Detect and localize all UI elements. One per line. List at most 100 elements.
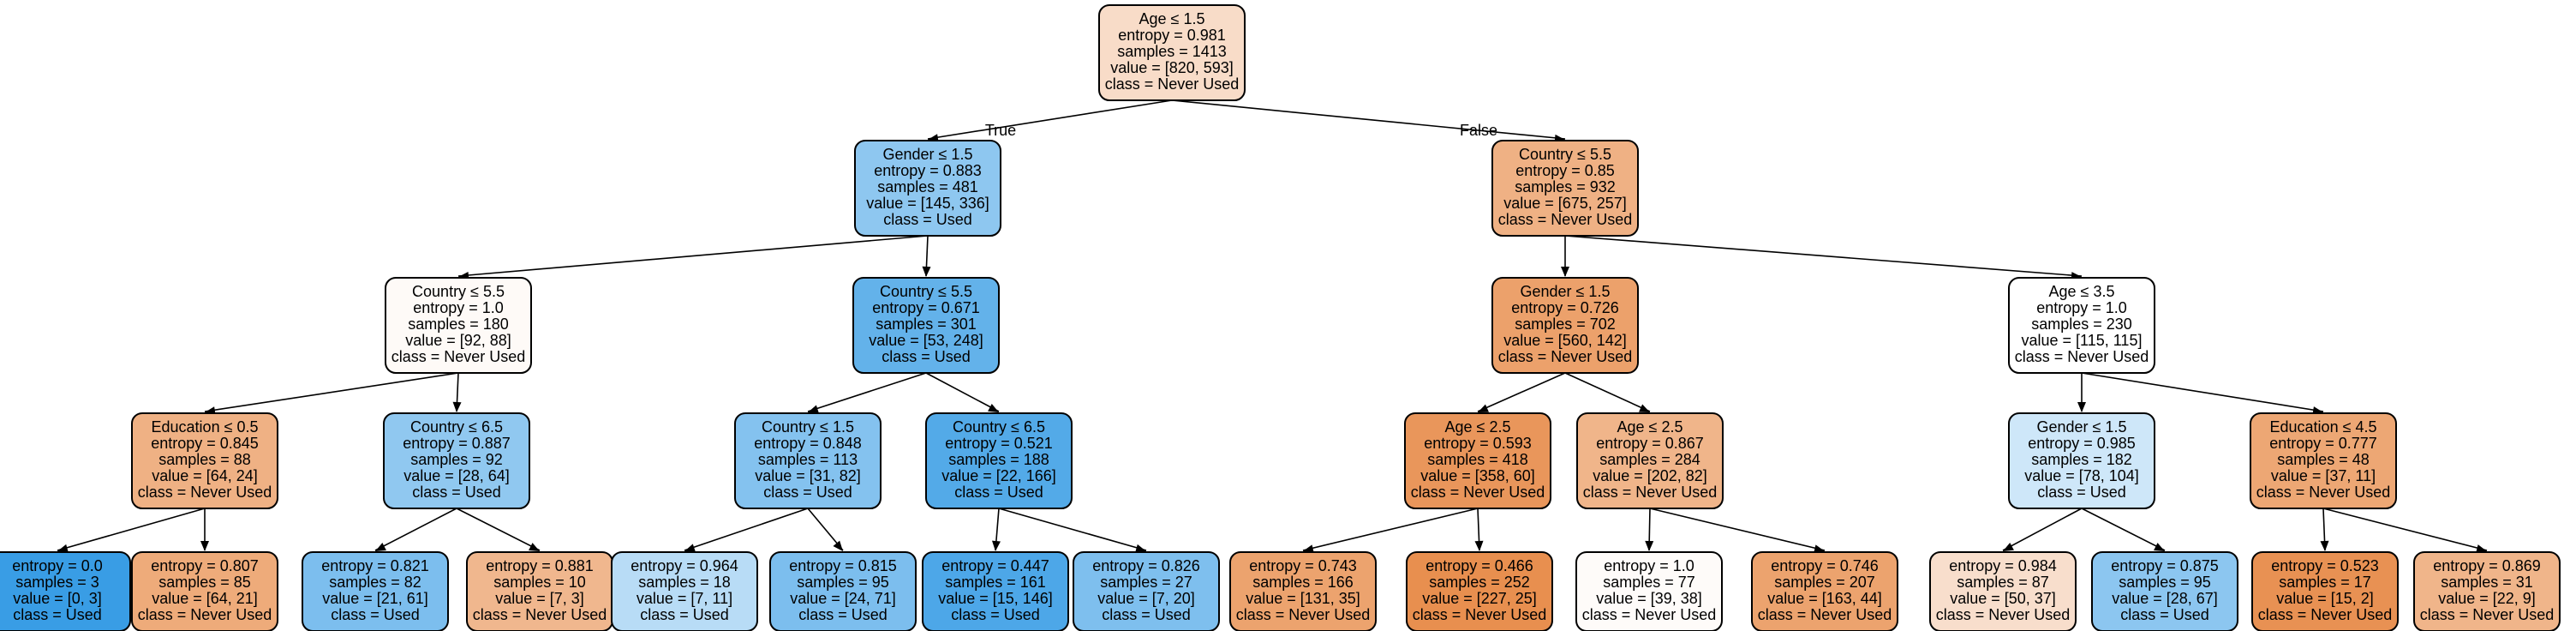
tree-edge-arrowhead-17-18: [1478, 404, 1489, 412]
tree-node-entropy-text: entropy = 0.869: [2433, 557, 2541, 574]
tree-node-entropy-text: entropy = 0.523: [2271, 557, 2379, 574]
tree-node-class-text: class = Never Used: [1936, 606, 2071, 623]
tree-node-entropy-text: entropy = 0.0: [12, 557, 103, 574]
tree-node-class-text: class = Never Used: [1413, 606, 1547, 623]
tree-node-entropy-text: entropy = 0.848: [754, 435, 862, 452]
tree-node-entropy-text: entropy = 0.671: [872, 299, 980, 316]
tree-node-samples-text: samples = 77: [1603, 574, 1695, 591]
tree-node-box: [611, 551, 758, 631]
tree-node-value-text: value = [92, 88]: [405, 332, 511, 349]
tree-edge-arrowhead-10-11: [684, 544, 696, 552]
tree-node-samples-text: samples = 95: [797, 574, 889, 591]
tree-edge-2-3: [204, 372, 459, 412]
tree-node-entropy-text: entropy = 0.964: [631, 557, 738, 574]
tree-edge-arrowhead-16-17: [1561, 267, 1569, 277]
tree-node-box: [1491, 277, 1639, 374]
tree-node-class-text: class = Used: [763, 484, 852, 501]
tree-edge-17-21: [1564, 372, 1651, 412]
tree-node-class-text: class = Used: [951, 606, 1040, 623]
tree-node-split-text: Age ≤ 2.5: [1445, 418, 1511, 436]
tree-node-samples-text: samples = 481: [877, 178, 978, 195]
tree-node-split-text: Age ≤ 2.5: [1617, 418, 1683, 436]
tree-node-value-text: value = [0, 3]: [13, 590, 102, 607]
tree-node-split-text: Education ≤ 4.5: [2270, 418, 2377, 436]
tree-node-samples-text: samples = 161: [945, 574, 1046, 591]
tree-node-value-text: value = [78, 104]: [2024, 467, 2139, 484]
tree-node-box: [0, 551, 131, 631]
tree-node-samples-text: samples = 87: [1957, 574, 2049, 591]
tree-node-entropy-text: entropy = 0.726: [1511, 299, 1619, 316]
tree-node-samples-text: samples = 3: [15, 574, 99, 591]
tree-node-class-text: class = Never Used: [473, 606, 607, 623]
tree-node-class-text: class = Never Used: [138, 606, 272, 623]
tree-node-split-text: Country ≤ 6.5: [410, 418, 503, 436]
tree-node-value-text: value = [39, 38]: [1596, 590, 1702, 607]
tree-node-entropy-text: entropy = 0.887: [403, 435, 511, 452]
tree-node-value-text: value = [820, 593]: [1110, 59, 1234, 76]
tree-node-box: [385, 277, 532, 374]
tree-node-box: [2413, 551, 2561, 631]
tree-node-entropy-text: entropy = 0.593: [1424, 435, 1532, 452]
tree-edge-16-24: [1564, 235, 2083, 277]
tree-node-samples-text: samples = 31: [2441, 574, 2533, 591]
tree-node-class-text: class = Never Used: [2258, 606, 2393, 623]
tree-node-box: [1073, 551, 1220, 631]
tree-node-samples-text: samples = 252: [1429, 574, 1530, 591]
tree-node-split-text: Education ≤ 0.5: [152, 418, 259, 436]
tree-node-samples-text: samples = 166: [1252, 574, 1354, 591]
tree-edge-10-11: [684, 508, 809, 551]
tree-node-box: [383, 412, 530, 509]
tree-node-value-text: value = [145, 336]: [866, 195, 989, 212]
tree-node-value-text: value = [28, 64]: [403, 467, 510, 484]
tree-node-class-text: class = Never Used: [2256, 484, 2391, 501]
tree-node-value-text: value = [202, 82]: [1593, 467, 1707, 484]
tree-node-box: [769, 551, 917, 631]
tree-edge-arrowhead-18-20: [1474, 540, 1484, 551]
tree-node-box: [852, 277, 1000, 374]
tree-edge-arrowhead-9-13: [988, 403, 999, 412]
tree-node-class-text: class = Never Used: [391, 348, 526, 365]
edge-label-true: True: [985, 122, 1016, 139]
tree-node-box: [734, 412, 882, 509]
tree-node-box: [131, 551, 278, 631]
tree-node-value-text: value = [22, 166]: [941, 467, 1056, 484]
tree-node-value-text: value = [115, 115]: [2022, 332, 2143, 349]
tree-node-samples-text: samples = 10: [493, 574, 586, 591]
tree-edge-arrowhead-28-30: [2476, 544, 2487, 553]
tree-edge-24-28: [2081, 372, 2324, 412]
tree-node-class-text: class = Never Used: [1583, 484, 1718, 501]
tree-node-samples-text: samples = 418: [1427, 451, 1528, 468]
tree-edge-arrowhead-24-25: [2077, 402, 2086, 412]
tree-node-samples-text: samples = 702: [1515, 316, 1616, 333]
tree-node-value-text: value = [64, 24]: [152, 467, 258, 484]
tree-edge-25-27: [2081, 508, 2166, 551]
tree-node-class-text: class = Used: [2120, 606, 2209, 623]
tree-edge-6-7: [374, 508, 457, 551]
tree-node-split-text: Country ≤ 5.5: [880, 283, 972, 300]
tree-edge-17-18: [1477, 372, 1566, 412]
tree-node-split-text: Age ≤ 1.5: [1139, 10, 1205, 27]
tree-node-samples-text: samples = 301: [876, 316, 977, 333]
tree-node-samples-text: samples = 27: [1100, 574, 1192, 591]
tree-node-entropy-text: entropy = 0.867: [1596, 435, 1704, 452]
tree-node-entropy-text: entropy = 0.777: [2269, 435, 2377, 452]
tree-node-samples-text: samples = 18: [638, 574, 731, 591]
tree-edge-18-19: [1302, 508, 1479, 551]
tree-edge-arrowhead-17-21: [1639, 404, 1650, 412]
